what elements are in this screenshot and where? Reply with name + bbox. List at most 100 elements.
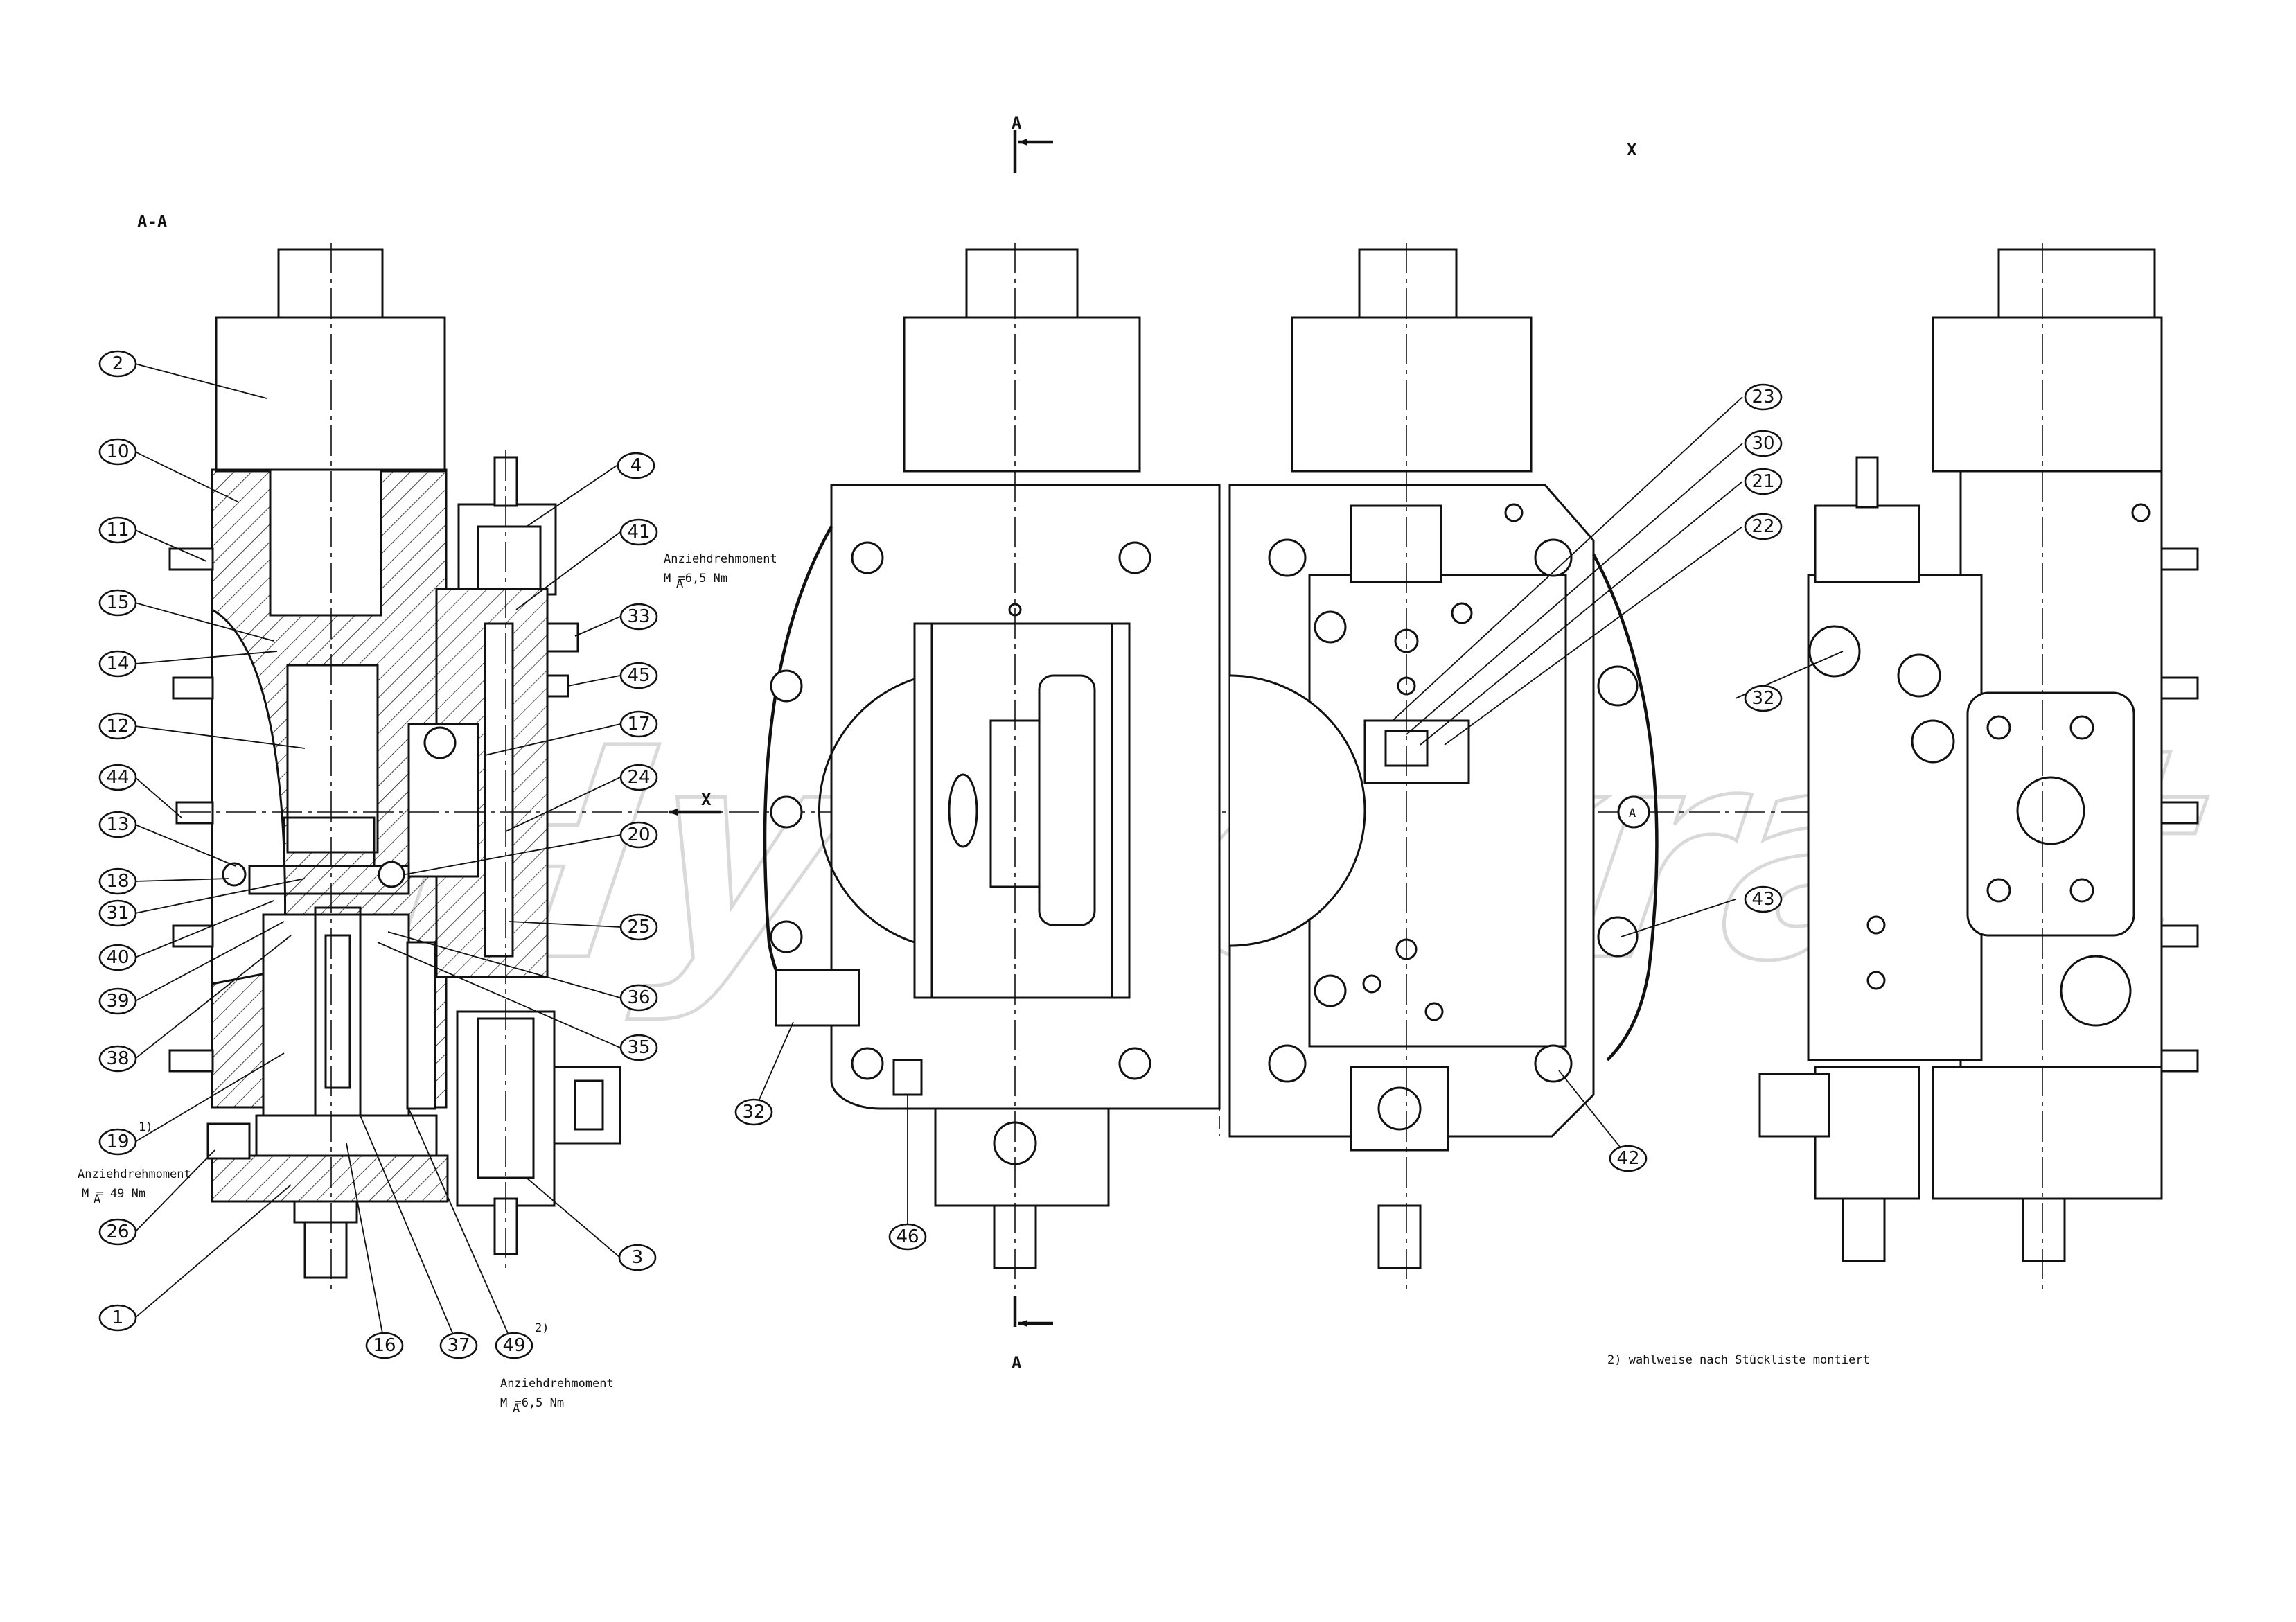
balloon-43: 43 [1744, 885, 1783, 913]
solenoid-coil [215, 316, 446, 473]
port-45-plug [546, 674, 569, 698]
pivot-17 [423, 726, 457, 759]
torque-note-value-1: M =6,5 Nm [664, 572, 727, 585]
balloon-10: 10 [98, 438, 137, 466]
bottom-cover [211, 1154, 449, 1203]
svg-text:13: 13 [106, 814, 129, 835]
viewx-bolt-holes [1268, 503, 1639, 1083]
balloon-11: 11 [98, 516, 137, 544]
balloon-15: 15 [98, 589, 137, 617]
orifice-insert [248, 865, 410, 895]
balloon-25: 25 [619, 913, 658, 941]
front-round-boss [818, 678, 915, 944]
svg-text:33: 33 [627, 606, 650, 627]
svg-text:2: 2 [112, 353, 124, 374]
footnote: 2) wahlweise nach Stückliste montiert [1607, 1353, 1870, 1367]
side-channel [406, 941, 436, 1110]
pilot-channel [484, 622, 514, 958]
plug-46 [892, 1059, 923, 1096]
balloon-49: 49 [495, 1332, 533, 1359]
balloon-30: 30 [1744, 430, 1783, 457]
balloon-20: 20 [619, 821, 658, 849]
cut-label-top: A [1012, 114, 1022, 133]
svg-text:1: 1 [112, 1307, 124, 1328]
plug-26 [206, 1122, 251, 1160]
balloon-33: 33 [619, 603, 658, 631]
side-port-fitting [553, 1066, 621, 1145]
torque-note-sub-3: A [513, 1402, 520, 1416]
torque-note-value-2: M = 49 Nm [82, 1187, 145, 1201]
balloon-19: 19 [98, 1128, 137, 1156]
svg-text:42: 42 [1616, 1148, 1639, 1169]
front-bolt-holes [770, 541, 1151, 1080]
svg-text:44: 44 [106, 767, 129, 788]
svg-text:26: 26 [106, 1222, 129, 1242]
torque-note-title-1: Anziehdrehmoment [664, 552, 777, 566]
balloon-1: 1 [98, 1304, 137, 1332]
balloon-23: 23 [1744, 383, 1783, 411]
viewx-a-symbol [1617, 795, 1650, 829]
balloon-37: 37 [439, 1332, 478, 1359]
side-adjust-left [1842, 1197, 1886, 1262]
svg-text:18: 18 [106, 871, 129, 892]
superscript-49: 2) [535, 1321, 549, 1335]
balloon-38: 38 [98, 1045, 137, 1073]
svg-text:24: 24 [627, 767, 650, 788]
solenoid-cap [277, 248, 384, 320]
viewx-valve-top [1350, 504, 1442, 583]
balloon-26: 26 [98, 1218, 137, 1246]
viewx-solenoid-coil [1291, 316, 1533, 473]
side-lower-block [1932, 1066, 2163, 1200]
balloon-14: 14 [98, 650, 137, 678]
superscript-19: 1) [139, 1120, 152, 1134]
balloon-35: 35 [619, 1034, 658, 1061]
svg-text:31: 31 [106, 903, 129, 924]
svg-text:46: 46 [896, 1226, 919, 1247]
ball-18 [222, 862, 247, 887]
viewx-body-curve [1592, 553, 1659, 1061]
viewx-adjust-screw [1377, 1204, 1422, 1269]
svg-text:3: 3 [632, 1247, 644, 1268]
side-adjust-right [2022, 1197, 2066, 1262]
svg-text:45: 45 [627, 665, 650, 686]
viewx-port-bottom [1377, 1086, 1422, 1131]
viewx-solenoid-cap [1358, 248, 1458, 320]
balloon-42: 42 [1609, 1145, 1648, 1172]
housing-studs [168, 547, 214, 1073]
balloon-36: 36 [619, 984, 658, 1012]
svg-text:22: 22 [1751, 516, 1774, 537]
view-x-label: X [1627, 140, 1637, 159]
side-lower-valve [1814, 1066, 1920, 1200]
plug-32-left [775, 969, 860, 1027]
svg-text:37: 37 [447, 1335, 470, 1356]
balloon-31: 31 [98, 899, 137, 927]
spool-cavity [286, 664, 379, 854]
front-view [668, 130, 1221, 1327]
adjust-nut-left [293, 1200, 358, 1224]
arrow-x-label: X [701, 790, 712, 809]
torque-note-sub-1: A [676, 577, 683, 591]
svg-text:4: 4 [630, 455, 642, 476]
armature-bore [269, 468, 382, 617]
front-solenoid-cap [965, 248, 1079, 320]
balloon-40: 40 [98, 944, 137, 971]
bottom-gap [255, 1114, 438, 1157]
balloon-12: 12 [98, 712, 137, 740]
side-view [1758, 243, 2199, 1289]
svg-text:20: 20 [627, 825, 650, 845]
viewx-section-insert [1363, 719, 1470, 784]
side-solenoid-coil [1932, 316, 2163, 473]
callout-balloons: 2 10 11 15 14 12 44 13 18 31 40 39 38 19… [98, 350, 1783, 1359]
front-oval [948, 773, 978, 848]
balloon-41: 41 [619, 518, 658, 546]
balloon-22: 22 [1744, 513, 1783, 540]
front-solenoid-coil [903, 316, 1141, 473]
balloon-46: 46 [888, 1223, 927, 1251]
svg-text:15: 15 [106, 592, 129, 613]
ball-20 [378, 861, 405, 888]
svg-text:35: 35 [627, 1037, 650, 1058]
torque-note-title-3: Anziehdrehmoment [500, 1377, 614, 1391]
svg-text:32: 32 [1751, 688, 1774, 709]
